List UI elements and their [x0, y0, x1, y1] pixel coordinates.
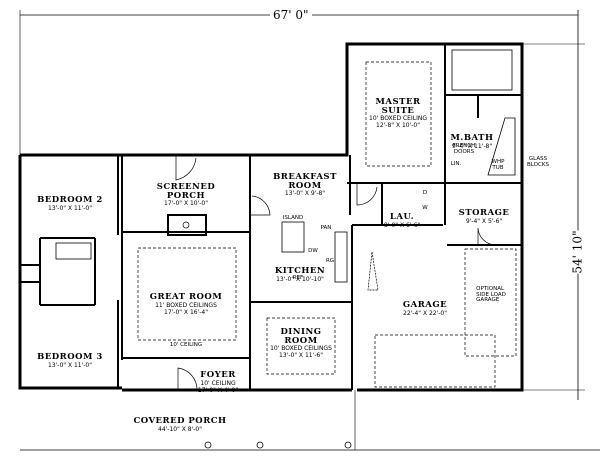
label-line: SIDE LOAD — [476, 291, 506, 298]
dishwasher-label: DW — [308, 248, 318, 254]
room-name: KITCHEN — [274, 266, 326, 276]
room-name: BEDROOM 3 — [37, 352, 103, 362]
room-name: M.BATH — [450, 133, 494, 143]
room-name: BEDROOM 2 — [37, 195, 103, 205]
room-size: 17'-0" X 16'-4" — [164, 309, 208, 316]
room-size: 9'-4" X 5'-6" — [465, 218, 503, 225]
label-line: GARAGE — [476, 297, 500, 303]
room-name: GREAT ROOM — [149, 292, 223, 302]
room-size: 17'-0" X 10'-0" — [164, 200, 208, 207]
label-line: BLOCKS — [527, 161, 549, 168]
linen-label: LIN. — [450, 161, 462, 167]
label-line: WHP — [491, 159, 505, 165]
depth-dimension: 54' 10" — [570, 230, 585, 274]
room-size: 13'-0" X 11'-0" — [48, 205, 92, 212]
great-room-ceiling-note: 10' CEILING — [169, 342, 203, 348]
room-size: 17'-0" X 4'-0" — [197, 387, 239, 394]
room-size: 13'-0" X 9'-8" — [284, 190, 326, 197]
ceiling-note: 10' BOXED CEILING — [369, 115, 427, 122]
label-line: TUB — [492, 164, 504, 171]
room-name: SUITE — [381, 105, 415, 116]
dryer-label: D — [422, 190, 428, 196]
ceiling-note: 10' CEILING — [200, 380, 236, 387]
room-size: 13'-0" X 11'-6" — [279, 352, 323, 359]
room-name: PORCH — [166, 190, 206, 201]
label-line: OPTIONAL — [476, 286, 505, 292]
range-label: RG — [325, 258, 335, 264]
room-name: FOYER — [200, 370, 236, 380]
refrigerator-label: REF — [292, 275, 304, 281]
room-name: MASTER — [375, 97, 421, 107]
width-dimension: 67' 0" — [270, 8, 312, 22]
room-name: COVERED PORCH — [133, 416, 227, 426]
washer-label: W — [422, 205, 428, 211]
ceiling-note: 10' BOXED CEILINGS — [270, 345, 332, 352]
room-name: GARAGE — [402, 300, 448, 310]
room-name: BREAKFAST — [273, 172, 337, 182]
island-label: ISLAND — [282, 215, 304, 221]
room-size: 44'-10" X 8'-0" — [158, 426, 202, 433]
room-size: 8'-0" X 6'-6" — [383, 222, 421, 229]
room-name: ROOM — [284, 335, 318, 346]
room-name: LAU. — [389, 212, 415, 222]
room-size: 22'-4" X 22'-0" — [403, 310, 447, 317]
ceiling-note: 11' BOXED CEILINGS — [155, 302, 217, 309]
label-line: DOORS — [453, 148, 475, 155]
interior-walls — [20, 45, 522, 390]
room-size: 13'-0" X 10'-10" — [276, 276, 324, 283]
room-laundry: LAU.8'-0" X 6'-6" — [384, 206, 420, 229]
room-name: ROOM — [288, 180, 322, 191]
room-name: DINING — [280, 327, 322, 337]
label-line: GLASS — [528, 156, 548, 162]
room-size: 13'-0" X 11'-0" — [48, 362, 92, 369]
label-line: FRENCH — [452, 143, 476, 149]
room-name: SCREENED — [156, 182, 216, 192]
exterior-walls — [18, 42, 524, 392]
room-size: 9'-4" X 11'-8" — [451, 143, 493, 150]
room-name: STORAGE — [458, 208, 510, 218]
pantry-label: PAN — [320, 225, 332, 231]
room-size: 12'-8" X 10'-0" — [376, 122, 420, 129]
